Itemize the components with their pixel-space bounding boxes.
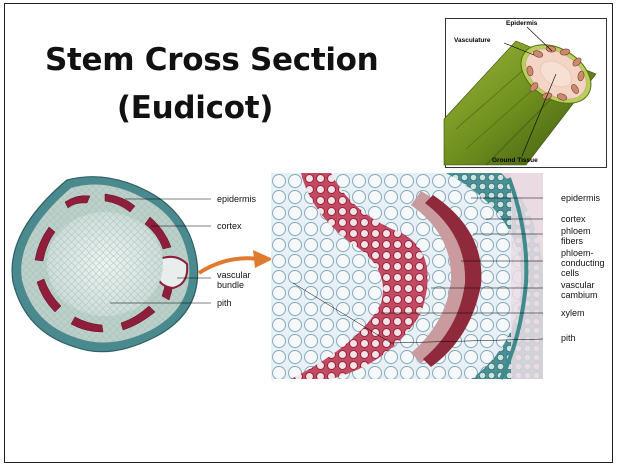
zoom-arrow: [197, 250, 273, 275]
closeup-phloem-conducting-cells-label: phloem-conducting cells: [561, 248, 605, 278]
whole-stem-epidermis-label: epidermis: [217, 194, 257, 204]
inset-ground-tissue-label: Ground Tissue: [492, 157, 538, 164]
vascular-bundles: [34, 193, 174, 333]
whole-stem-cortex-label: cortex: [217, 221, 242, 231]
inset-epidermis-label: Epidermis: [506, 20, 538, 27]
closeup-micrograph: [271, 173, 544, 380]
stem-3d-illustration: [443, 26, 597, 166]
vascular-bundle-ring: [526, 45, 585, 101]
slide-title-line2: (Eudicot): [116, 90, 274, 126]
whole-stem-micrograph: [11, 176, 211, 353]
slide: Stem Cross Section (Eudicot): [4, 3, 613, 463]
closeup-vascular-cambium-label: vascular cambium: [561, 280, 598, 300]
closeup-phloem-fibers-label: phloem fibers: [561, 226, 591, 246]
closeup-cortex-label: cortex: [561, 214, 586, 224]
closeup-xylem-label: xylem: [561, 308, 585, 318]
slide-title-line1: Stem Cross Section: [45, 42, 379, 78]
closeup-pith-label: pith: [561, 333, 576, 343]
whole-stem-vascular-bundle-label: vascular bundle: [217, 270, 251, 290]
whole-stem-pith-label: pith: [217, 298, 232, 308]
stem-3d-inset: Epidermis Vasculature Ground Tissue: [443, 18, 607, 168]
closeup-epidermis-label: epidermis: [561, 193, 601, 203]
inset-vasculature-label: Vasculature: [454, 37, 491, 44]
